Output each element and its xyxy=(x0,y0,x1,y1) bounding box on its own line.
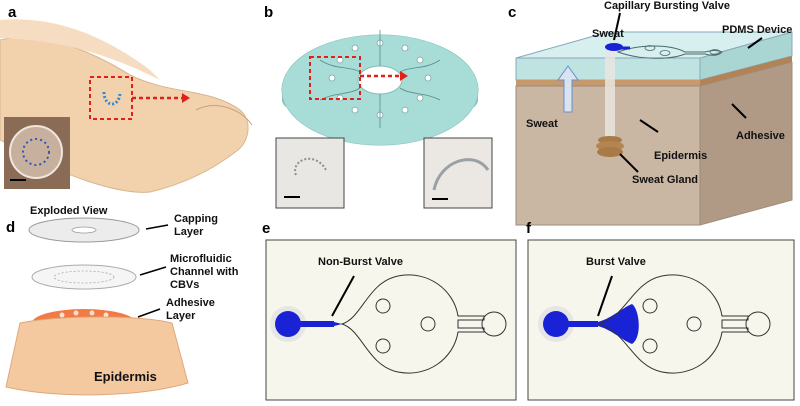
panel-f-illustration xyxy=(527,239,795,401)
label-exploded-view: Exploded View xyxy=(30,205,108,217)
panel-e: e Non-Burst Valve xyxy=(258,220,522,406)
panel-f: f Burst Valve xyxy=(522,220,800,406)
label-burst-valve: Burst Valve xyxy=(586,256,646,268)
panel-letter-d: d xyxy=(6,219,16,236)
label-sweat-top: Sweat xyxy=(592,28,624,40)
label-pdms-device: PDMS Device xyxy=(722,24,793,36)
panel-e-illustration xyxy=(265,239,517,401)
panel-c-illustration xyxy=(515,12,793,226)
label-capping-layer: Capping Layer xyxy=(174,213,218,238)
panel-a-illustration xyxy=(0,0,255,195)
label-capillary-bursting-valve: Capillary Bursting Valve xyxy=(604,0,730,12)
label-adhesive-layer: Adhesive Layer xyxy=(166,297,215,322)
label-non-burst-valve: Non-Burst Valve xyxy=(318,256,403,268)
panel-d: d Exploded View Capping Layer Microfluid… xyxy=(0,205,255,406)
label-sweat-gland: Sweat Gland xyxy=(632,174,699,186)
panel-b-illustration xyxy=(275,30,493,209)
panel-letter-e: e xyxy=(262,220,271,237)
label-epidermis-d: Epidermis xyxy=(94,369,157,384)
panel-letter-f: f xyxy=(526,220,531,237)
panel-a: a xyxy=(0,0,255,195)
label-adhesive: Adhesive xyxy=(736,130,785,142)
panel-letter-a: a xyxy=(8,4,17,21)
label-sweat-side: Sweat xyxy=(526,118,558,130)
label-epidermis-c: Epidermis xyxy=(654,150,708,162)
panel-c: c Capillary Bursting Valve PDMS Device S… xyxy=(500,0,800,240)
panel-letter-b: b xyxy=(264,4,274,21)
panel-b: b xyxy=(260,0,495,210)
panel-letter-c: c xyxy=(508,4,517,21)
panel-d-illustration xyxy=(5,217,189,396)
label-microfluidic-channel: Microfluidic Channel with CBVs xyxy=(170,253,239,291)
